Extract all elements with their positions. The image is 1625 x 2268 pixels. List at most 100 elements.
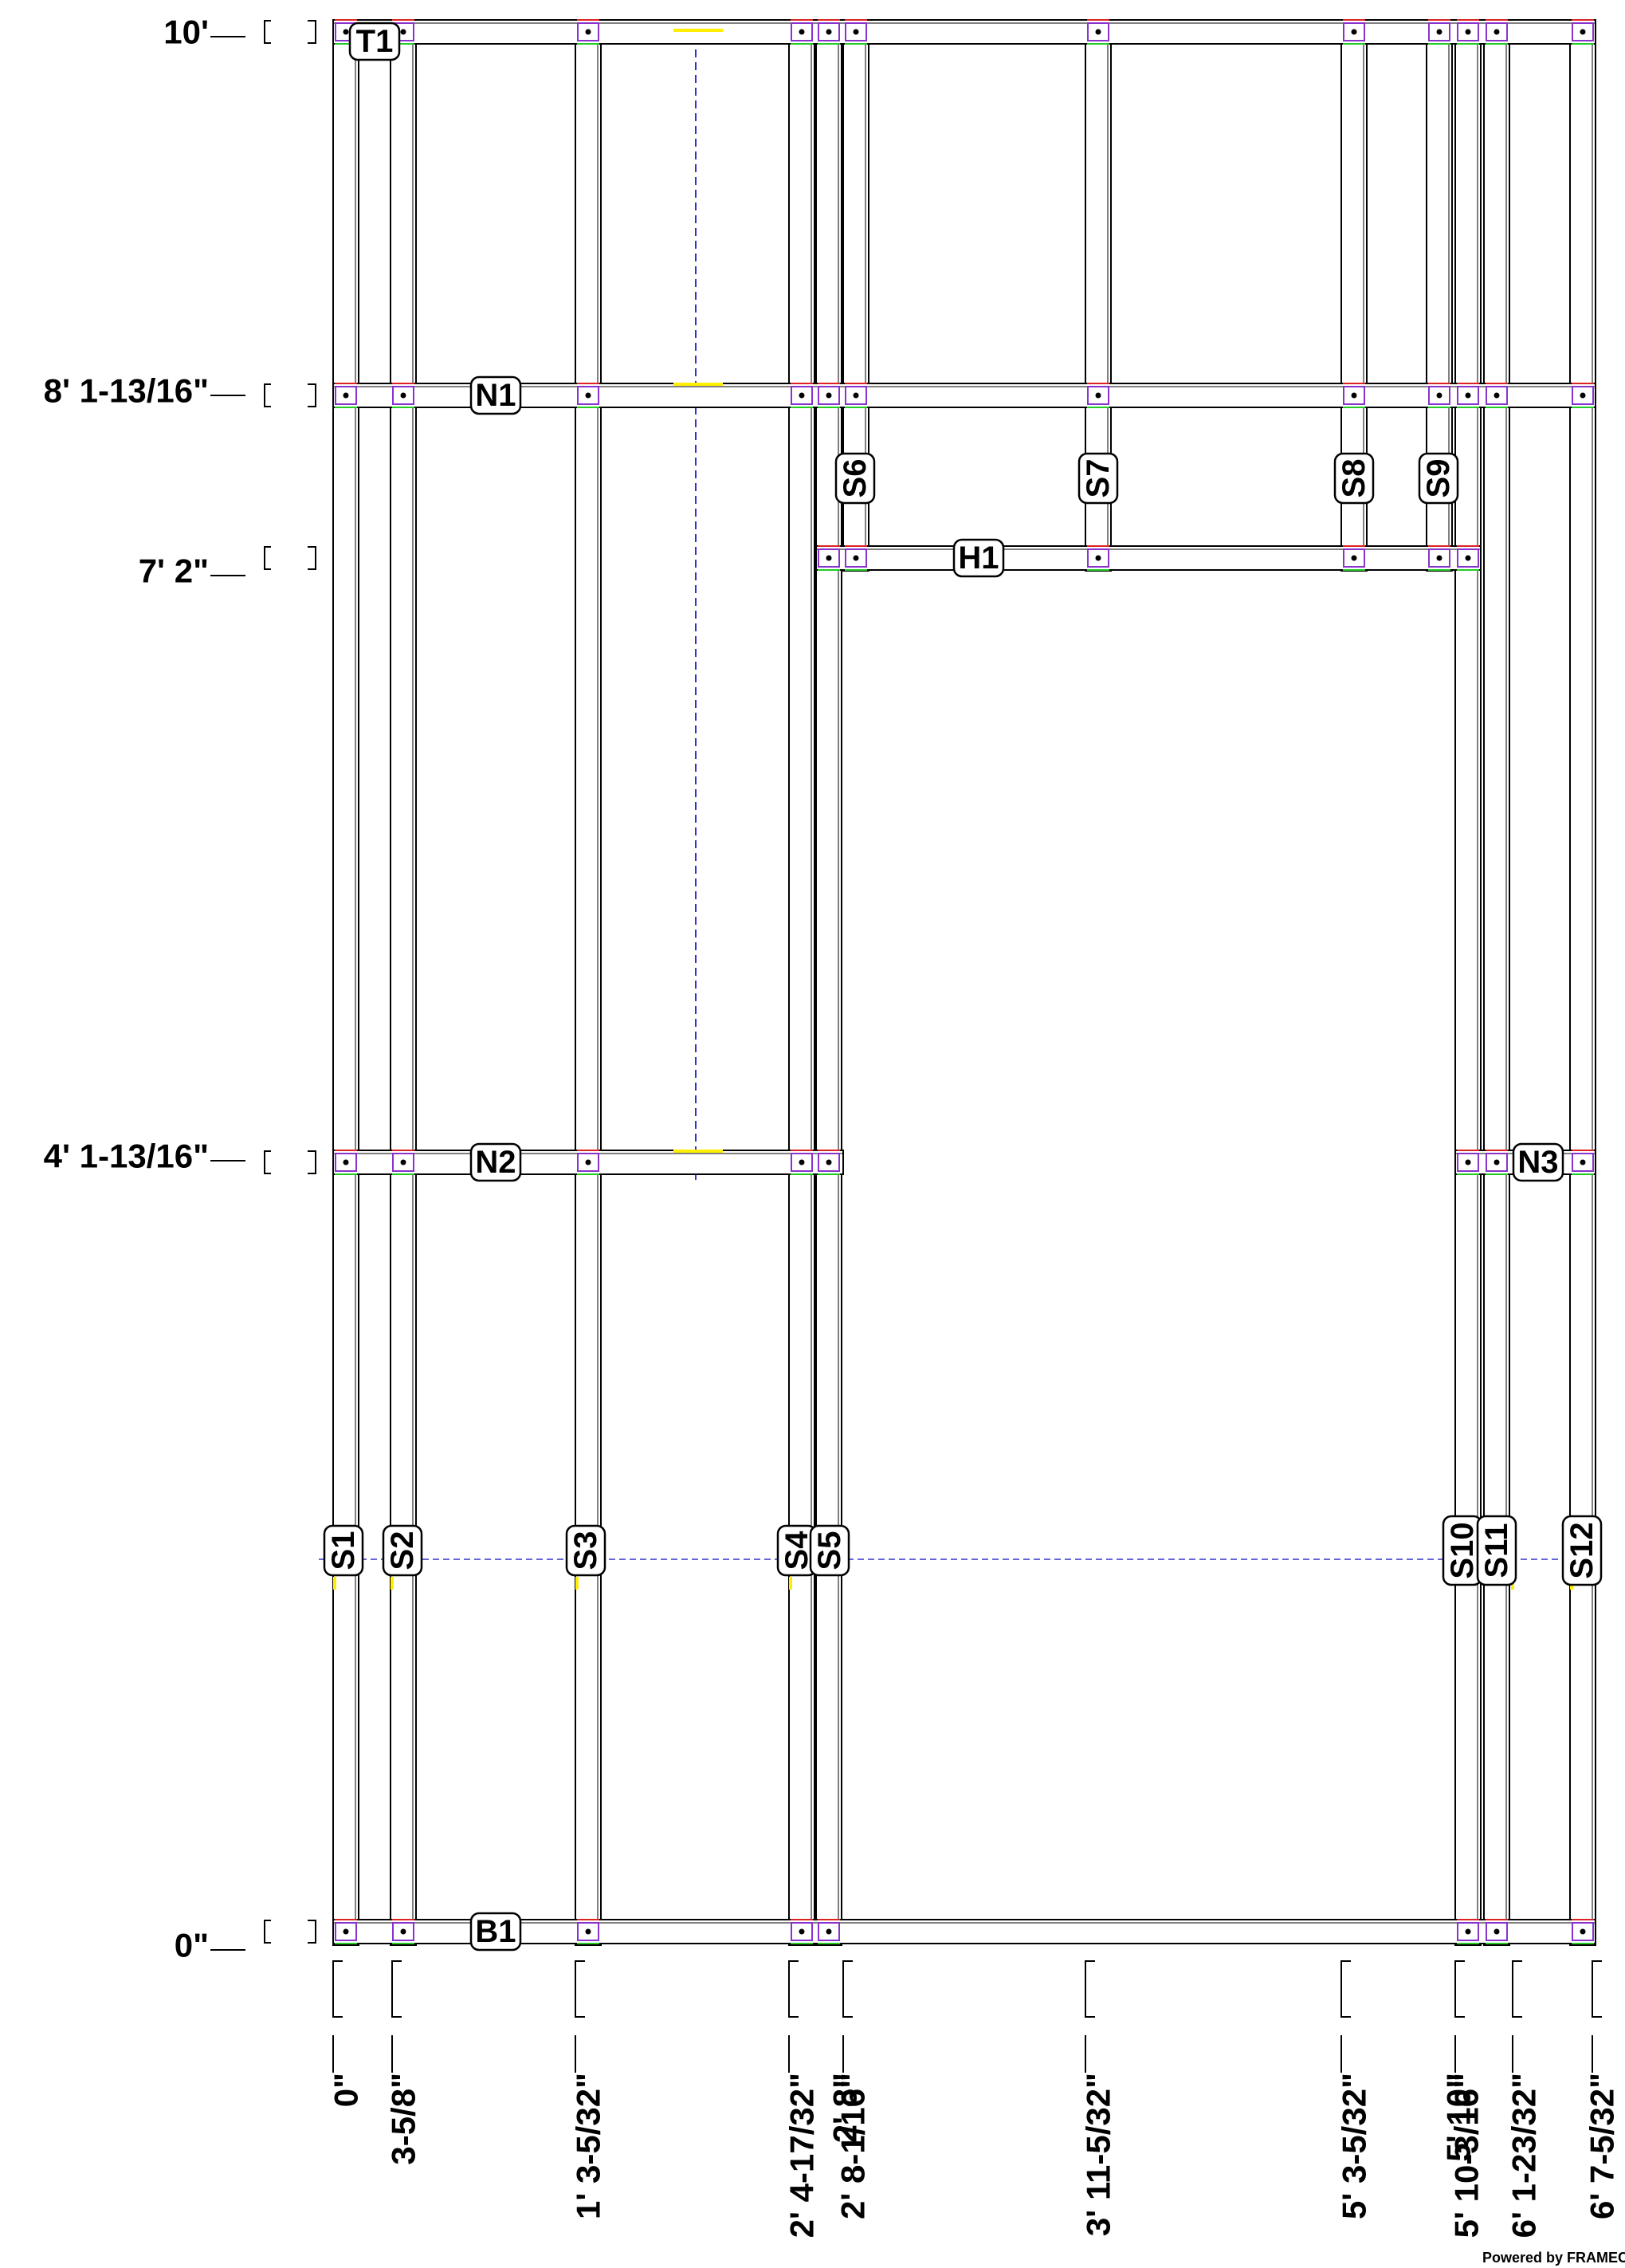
level-bracket-left (264, 383, 271, 407)
connector-box (335, 386, 357, 405)
position-bracket (575, 1960, 585, 2018)
guide-lines (319, 24, 1602, 1560)
plate-n1 (332, 383, 1596, 408)
connector-dot (1580, 1928, 1586, 1935)
connector-dot (853, 29, 859, 35)
connector-dot (1465, 555, 1471, 561)
connector-box (1428, 386, 1450, 405)
connector-dot (585, 1928, 591, 1935)
connector-dot (400, 1928, 406, 1935)
connector-dot (1351, 555, 1357, 561)
connector-dot (585, 1159, 591, 1165)
level-bracket-left (264, 1150, 271, 1174)
stud-tag-s12-box (1561, 1515, 1603, 1586)
horizontal-dimension-label: 2' 8" (826, 2073, 864, 2143)
plate-tag-t1-box (348, 22, 401, 61)
stud-tag-s3-label: S3 (568, 1531, 603, 1570)
stud-tag-s7: S7 (1077, 452, 1119, 505)
connector-box (845, 22, 867, 41)
level-bracket-left (264, 546, 271, 570)
connector-dot (799, 29, 805, 35)
plate-tag-n2-box (469, 1142, 522, 1182)
connector-dot (1580, 29, 1586, 35)
connector-dot (1465, 392, 1471, 399)
connector-box (1428, 22, 1450, 41)
connector-dot (826, 29, 832, 35)
stud-tag-s4: S4 (776, 1524, 818, 1577)
plate-tag-b1: B1 (469, 1912, 522, 1952)
stud-tag-s11: S11 (1476, 1515, 1517, 1586)
connector-dot (400, 1159, 406, 1165)
stud-tag-s6-label: S6 (838, 459, 873, 498)
position-bracket (1340, 1960, 1351, 2018)
stud-tag-s2-box (382, 1524, 423, 1577)
plate-tag-n1-label: N1 (475, 378, 516, 413)
connector-dot (1436, 555, 1442, 561)
stud-tag-s11-box (1476, 1515, 1517, 1586)
connector-dot (1436, 29, 1442, 35)
stud-tag-s7-label: S7 (1081, 459, 1116, 498)
connector-dot (799, 1928, 805, 1935)
position-bracket (1454, 1960, 1465, 2018)
stud-tag-s12-label: S12 (1564, 1522, 1599, 1578)
connector-dot (826, 555, 832, 561)
connector-box (1486, 1153, 1508, 1172)
level-bracket-right (308, 20, 316, 44)
connector-dot (853, 392, 859, 399)
position-bracket (1454, 1960, 1465, 2018)
stud-s5 (815, 29, 842, 1946)
plates-group (332, 19, 1596, 1944)
stud-tag-s2: S2 (382, 1524, 423, 1577)
connector-dot (400, 392, 406, 399)
connector-box (1428, 548, 1450, 568)
stud-tag-s12: S12 (1561, 1515, 1603, 1586)
connector-box (392, 1153, 414, 1172)
yellow-markers (333, 29, 1573, 1590)
connector-dot (1095, 29, 1101, 35)
connectors-group (335, 19, 1594, 1944)
plate-t1 (332, 19, 1596, 45)
level-bracket-left (264, 20, 271, 44)
connector-dot (799, 392, 805, 399)
stud-tag-s8: S8 (1333, 452, 1375, 505)
connector-box (1343, 548, 1365, 568)
connector-box (791, 1922, 813, 1941)
connector-dot (585, 392, 591, 399)
plate-tag-n1-box (469, 375, 522, 415)
stud-tag-s2-label: S2 (385, 1531, 420, 1570)
plate-tag-b1-box (469, 1912, 522, 1952)
plate-tag-n2-label: N2 (475, 1145, 516, 1180)
connector-dot (1095, 392, 1101, 399)
connector-dot (400, 29, 406, 35)
horizontal-dimension-label: 5' 3-5/32" (1336, 2073, 1373, 2219)
stud-tag-s9-label: S9 (1421, 459, 1456, 498)
connector-box (577, 386, 599, 405)
plate-tag-h1: H1 (952, 538, 1005, 578)
connector-box (1343, 22, 1365, 41)
horizontal-dimension-label: 2' 4-17/32" (783, 2073, 821, 2238)
stud-tag-s9-box (1418, 452, 1459, 505)
horizontal-dimension-label: 3-5/8" (385, 2073, 422, 2165)
level-bracket-right (308, 1150, 316, 1174)
stud-tag-s9: S9 (1418, 452, 1459, 505)
stud-tag-s8-label: S8 (1337, 459, 1372, 498)
stud-s4 (788, 29, 815, 1946)
connector-dot (1465, 29, 1471, 35)
stud-tag-s3: S3 (565, 1524, 606, 1577)
level-bracket-right (308, 383, 316, 407)
plate-b1 (332, 1919, 1596, 1944)
connector-dot (826, 1159, 832, 1165)
connector-box (392, 1922, 414, 1941)
connector-dot (1494, 29, 1500, 35)
connector-box (818, 22, 840, 41)
stud-s11 (1483, 29, 1510, 1946)
connector-box (1572, 22, 1594, 41)
credit-text: Powered by FRAMECA (1482, 2250, 1625, 2266)
stud-tag-s1: S1 (323, 1524, 364, 1577)
connector-dot (343, 1159, 349, 1165)
position-bracket (1592, 1960, 1602, 2018)
connector-box (392, 386, 414, 405)
plate-tag-t1-label: T1 (356, 24, 394, 59)
position-bracket (391, 1960, 402, 2018)
connector-box (791, 22, 813, 41)
